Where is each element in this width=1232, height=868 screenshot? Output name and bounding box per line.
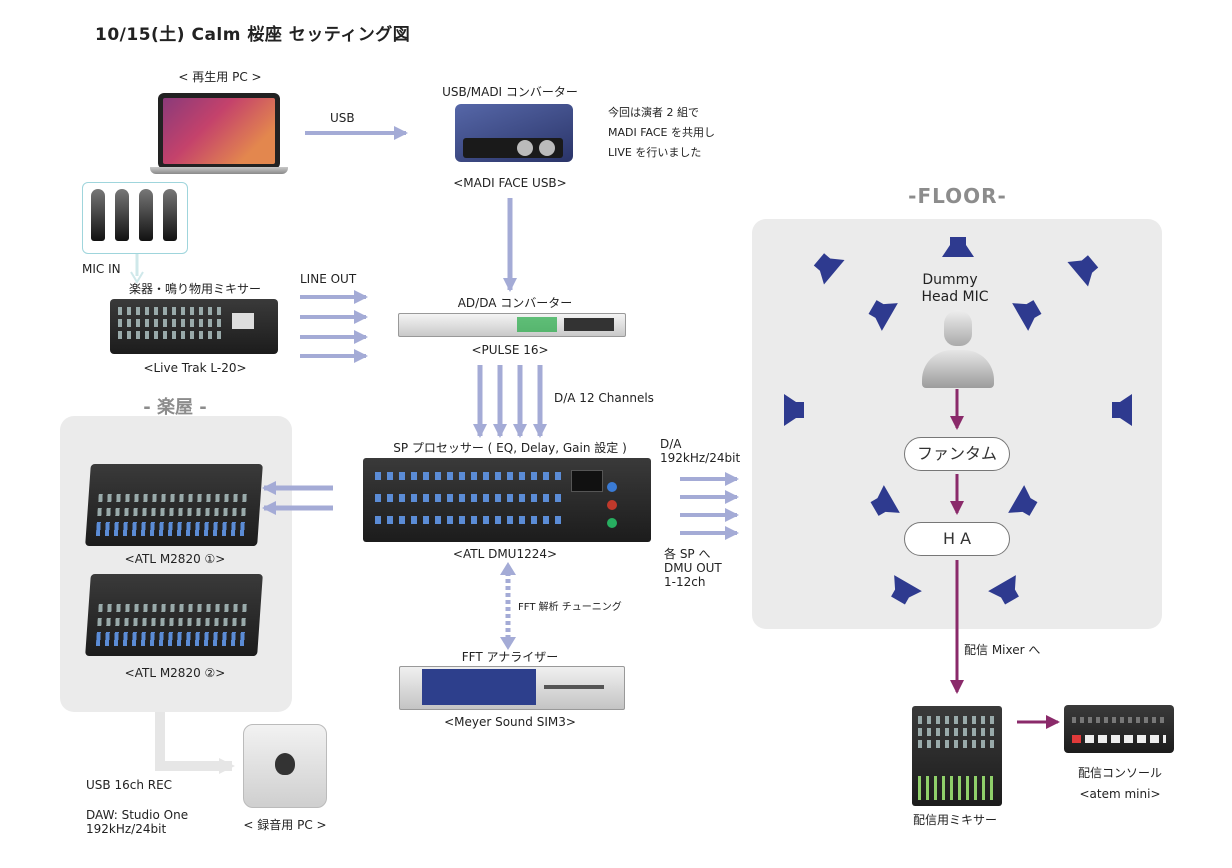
live-trak-mixer: [110, 299, 278, 354]
rec-pc-caption: < 録音用 PC >: [243, 818, 327, 832]
daw-label-1: DAW: Studio One: [86, 808, 189, 822]
dummy-head-label-1: Dummy: [922, 272, 978, 288]
m2820-mixer-1: [85, 464, 263, 546]
sp-out-label-2: DMU OUT: [664, 561, 722, 575]
floor-title: -FLOOR-: [908, 184, 1007, 208]
l20-caption: <Live Trak L-20>: [143, 361, 247, 375]
dummy-head-icon: [922, 310, 994, 388]
sp-processor-title: SP プロセッサー ( EQ, Delay, Gain 設定 ): [393, 441, 627, 455]
note-line-3: LIVE を行いました: [608, 146, 702, 159]
atem-sub-caption: <atem mini>: [1079, 787, 1161, 801]
line-out-label: LINE OUT: [300, 272, 357, 286]
microphones-icon: [82, 182, 188, 254]
fft-title: FFT アナライザー: [461, 650, 559, 664]
pulse16-caption: <PULSE 16>: [471, 343, 549, 357]
page-title: 10/15(土) Calm 桜座 セッティング図: [95, 25, 411, 45]
stream-mixer-caption: 配信用ミキサー: [912, 813, 997, 827]
line-out-arrows: [300, 290, 368, 363]
pulse16-device: [398, 313, 626, 337]
to-sp-arrows: [680, 472, 739, 540]
sim3-device: [399, 666, 625, 710]
atem-caption: 配信コンソール: [1077, 766, 1162, 780]
fft-tuning-label: FFT 解析 チューニング: [518, 602, 622, 613]
dmu1224-caption: <ATL DMU1224>: [452, 547, 558, 561]
mic-in-label: MIC IN: [82, 262, 121, 276]
laptop-icon: [150, 93, 288, 175]
usb-rec-label: USB 16ch REC: [86, 778, 173, 792]
fft-dashed-arrow: [500, 562, 516, 650]
stream-mixer-device: [912, 706, 1002, 806]
sp-out-label-1: 各 SP へ: [664, 547, 711, 561]
dummy-head-label-2: Head MIC: [921, 289, 989, 305]
da-rate-label-2: 192kHz/24bit: [660, 451, 741, 465]
phantom-box: ファンタム: [904, 437, 1010, 471]
rec-arrow: [155, 712, 235, 774]
l20-title: 楽器・鳴り物用ミキサー: [128, 282, 261, 296]
atem-mini-device: [1064, 705, 1174, 753]
da-channels-label: D/A 12 Channels: [554, 391, 654, 405]
daw-label-2: 192kHz/24bit: [86, 822, 167, 836]
m2820-2-caption: <ATL M2820 ②>: [124, 666, 226, 680]
usb-madi-title: USB/MADI コンバーター: [442, 85, 578, 99]
dmu1224-device: [363, 458, 651, 542]
floor-signal-arrows: [950, 389, 1060, 729]
apple-logo-icon: [275, 753, 295, 775]
playback-pc-caption: < 再生用 PC >: [178, 70, 262, 84]
m2820-mixer-2: [85, 574, 263, 656]
stream-mixer-to-label: 配信 Mixer へ: [964, 643, 1041, 657]
sp-out-label-3: 1-12ch: [664, 575, 706, 589]
madi-face-device: [455, 104, 573, 162]
m2820-1-caption: <ATL M2820 ①>: [124, 552, 226, 566]
ha-box: H A: [904, 522, 1010, 556]
adda-title: AD/DA コンバーター: [457, 296, 573, 310]
sim3-caption: <Meyer Sound SIM3>: [444, 715, 576, 729]
note-line-1: 今回は演者 2 組で: [608, 106, 699, 119]
usb-label: USB: [330, 111, 355, 125]
to-gakuya-arrows: [262, 481, 333, 515]
da-rate-label-1: D/A: [660, 437, 682, 451]
da-down-arrows: [473, 365, 547, 438]
speaker-icons: [784, 237, 1132, 605]
mac-mini-device: [243, 724, 327, 808]
madi-face-caption: <MADI FACE USB>: [453, 176, 567, 190]
note-line-2: MADI FACE を共用し: [608, 126, 716, 139]
gakuya-title: - 楽屋 -: [143, 397, 207, 418]
